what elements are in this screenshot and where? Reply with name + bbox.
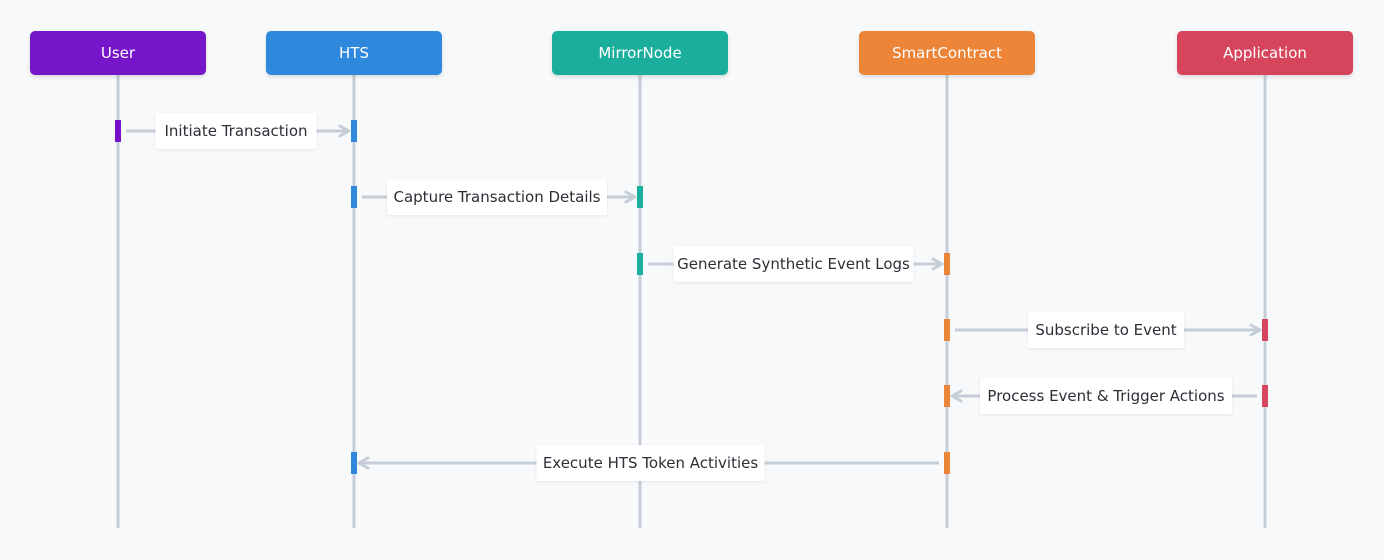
- message-label-1: Initiate Transaction: [155, 113, 317, 149]
- activation-bar-app: [1262, 319, 1268, 341]
- actor-box-hts: [266, 31, 442, 75]
- actor-box-app: [1177, 31, 1353, 75]
- message-text-1: Initiate Transaction: [164, 122, 307, 140]
- actor-label-contract: SmartContract: [892, 44, 1002, 62]
- actor-hts: HTS: [266, 31, 442, 75]
- actor-app: Application: [1177, 31, 1353, 75]
- actor-label-app: Application: [1223, 44, 1307, 62]
- message-arrows: [126, 124, 1262, 470]
- actor-mirror: MirrorNode: [552, 31, 728, 75]
- actor-boxes: User HTS MirrorNode SmartContract Applicatio…: [30, 31, 1353, 75]
- message-text-6: Execute HTS Token Activities: [543, 454, 759, 472]
- activation-bar-contract: [944, 319, 950, 341]
- actor-user: User: [30, 31, 206, 75]
- message-label-2: Capture Transaction Details: [387, 179, 607, 215]
- actor-box-contract: [859, 31, 1035, 75]
- actor-box-user: [30, 31, 206, 75]
- message-text-4: Subscribe to Event: [1035, 321, 1176, 339]
- actor-label-user: User: [101, 44, 136, 62]
- activation-bar-user: [115, 120, 121, 142]
- message-text-2: Capture Transaction Details: [394, 188, 601, 206]
- activation-bar-mirror: [637, 186, 643, 208]
- activation-bar-hts: [351, 452, 357, 474]
- activation-bar-contract: [944, 253, 950, 275]
- activation-bar-app: [1262, 385, 1268, 407]
- message-label-6: Execute HTS Token Activities: [536, 445, 765, 481]
- activation-bars: [115, 120, 1268, 474]
- actor-contract: SmartContract: [859, 31, 1035, 75]
- activation-bar-hts: [351, 120, 357, 142]
- activation-bar-contract: [944, 452, 950, 474]
- actor-box-mirror: [552, 31, 728, 75]
- message-label-3: Generate Synthetic Event Logs: [673, 246, 914, 282]
- activation-bar-hts: [351, 186, 357, 208]
- message-label-4: Subscribe to Event: [1028, 312, 1184, 348]
- actor-label-mirror: MirrorNode: [598, 44, 681, 62]
- activation-bar-contract: [944, 385, 950, 407]
- message-text-5: Process Event & Trigger Actions: [987, 387, 1224, 405]
- activation-bar-mirror: [637, 253, 643, 275]
- message-label-5: Process Event & Trigger Actions: [980, 378, 1232, 414]
- actor-label-hts: HTS: [339, 44, 369, 62]
- message-text-3: Generate Synthetic Event Logs: [677, 255, 910, 273]
